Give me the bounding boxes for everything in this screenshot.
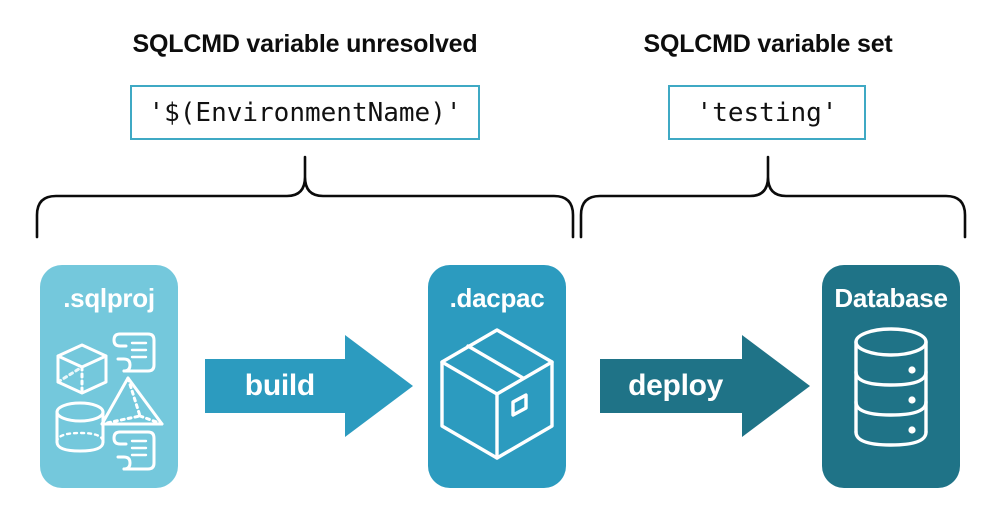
stage-label-database: Database — [834, 283, 948, 313]
dacpac-icon-wrap — [428, 320, 566, 488]
status-dot — [908, 366, 916, 374]
status-dot — [908, 396, 916, 404]
code-value-environment-name: '$(EnvironmentName)' — [130, 85, 480, 140]
package-box-icon — [440, 328, 554, 460]
sqlproj-icon-cluster — [40, 320, 178, 488]
heading-sqlcmd-variable-set: SQLCMD variable set — [643, 30, 893, 58]
heading-sqlcmd-variable-unresolved: SQLCMD variable unresolved — [132, 30, 478, 58]
code-value-testing: 'testing' — [668, 85, 866, 140]
arrow-deploy-shape — [600, 335, 810, 437]
scroll-icon — [112, 430, 156, 471]
stage-label-sqlproj: .sqlproj — [63, 283, 155, 313]
database-cylinder-icon — [854, 327, 928, 447]
stage-box-dacpac: .dacpac — [428, 265, 566, 488]
stage-label-dacpac: .dacpac — [449, 283, 545, 313]
pyramid-icon — [100, 376, 164, 426]
status-dot — [908, 426, 916, 434]
cube-icon — [56, 343, 108, 395]
arrow-deploy: deploy — [600, 335, 810, 437]
arrow-build-shape — [205, 335, 413, 437]
stage-box-database: Database — [822, 265, 960, 488]
scroll-icon — [112, 332, 156, 373]
stage-box-sqlproj: .sqlproj — [40, 265, 178, 488]
brace-right — [579, 155, 967, 239]
cylinder-icon — [55, 401, 105, 453]
arrow-build: build — [205, 335, 413, 437]
brace-left — [35, 155, 575, 239]
database-icon-wrap — [822, 320, 960, 488]
